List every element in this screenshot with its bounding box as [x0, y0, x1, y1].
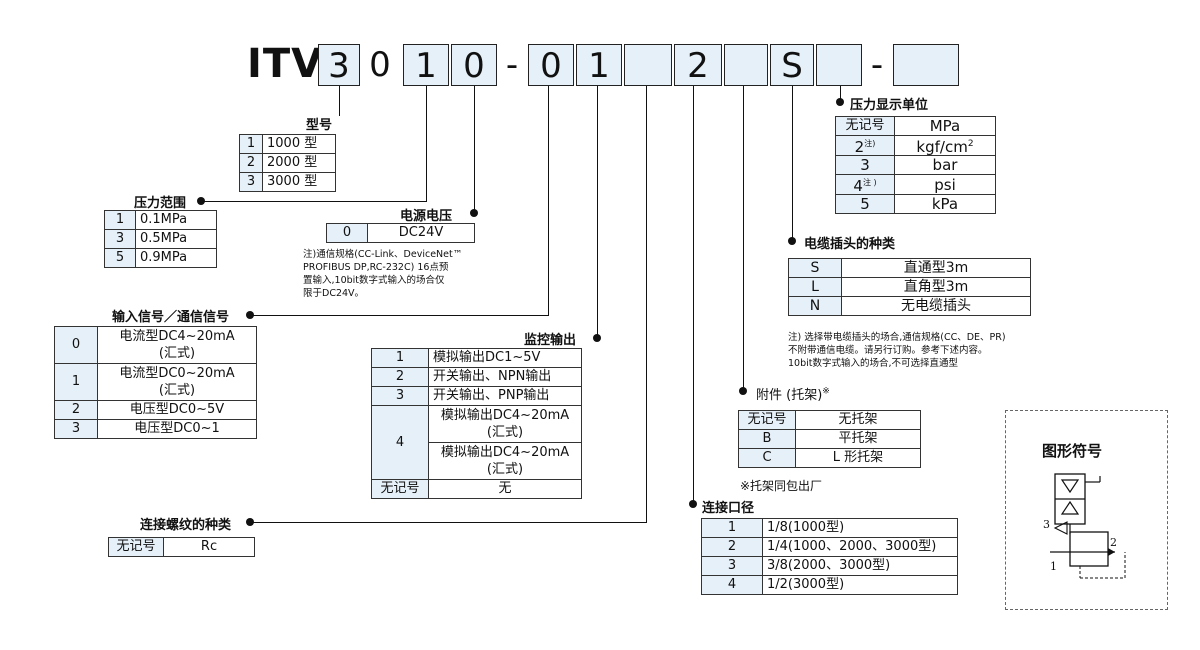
code-prefix: ITV — [247, 41, 324, 87]
bracket-note: ※托架同包出厂 — [740, 479, 823, 493]
model-title: 型号 — [306, 118, 333, 133]
bracket-title: 附件 (托架)※ — [756, 386, 830, 403]
code-box-option — [893, 44, 959, 86]
pneumatic-symbol-icon — [1050, 473, 1126, 579]
code-box-input-signal: 0 — [528, 44, 574, 86]
table-row: 2注)kgf/cm2 — [835, 135, 996, 156]
input-signal-title: 输入信号／通信信号 — [112, 310, 230, 325]
code-box-monitor: 1 — [576, 44, 622, 86]
cable-title: 电缆插头的种类 — [804, 237, 896, 252]
code-box-cable: S — [770, 44, 814, 86]
code-box-unit — [816, 44, 862, 86]
symbol-box — [1005, 410, 1168, 610]
code-box-thread — [624, 44, 672, 86]
code-char-fixed-0: 0 — [369, 45, 391, 85]
table-row: 4注 )psi — [835, 174, 996, 195]
code-box-power: 0 — [451, 44, 497, 86]
code-box-pressure: 1 — [403, 44, 449, 86]
pressure-range-title: 压力范围 — [134, 196, 187, 211]
symbol-port-3: 3 — [1043, 518, 1050, 531]
monitor-title: 监控输出 — [524, 333, 577, 348]
table-row: 无记号无 — [371, 479, 582, 499]
symbol-title: 图形符号 — [1042, 442, 1103, 460]
symbol-port-2: 2 — [1110, 536, 1117, 549]
table-row: 模拟输出DC4~20mA(汇式) — [372, 442, 582, 480]
power-title: 电源电压 — [400, 209, 453, 224]
table-row: 无记号无托架 — [738, 410, 921, 430]
code-dash-1: - — [505, 45, 519, 85]
code-box-size: 3 — [318, 44, 360, 86]
code-dash-2: - — [870, 45, 884, 85]
power-note: 注)通信规格(CC-Link、DeviceNet™ PROFIBUS DP,RC… — [303, 249, 463, 299]
thread-title: 连接螺纹的种类 — [140, 518, 232, 533]
port-title: 连接口径 — [702, 501, 755, 516]
symbol-port-1: 1 — [1050, 560, 1057, 573]
code-box-port: 2 — [674, 44, 722, 86]
cable-note: 注) 选择带电缆插头的场合,通信规格(CC、DE、PR) 不附带通信电缆。请另行… — [788, 332, 1006, 369]
unit-title: 压力显示单位 — [850, 98, 929, 113]
code-box-bracket — [724, 44, 768, 86]
